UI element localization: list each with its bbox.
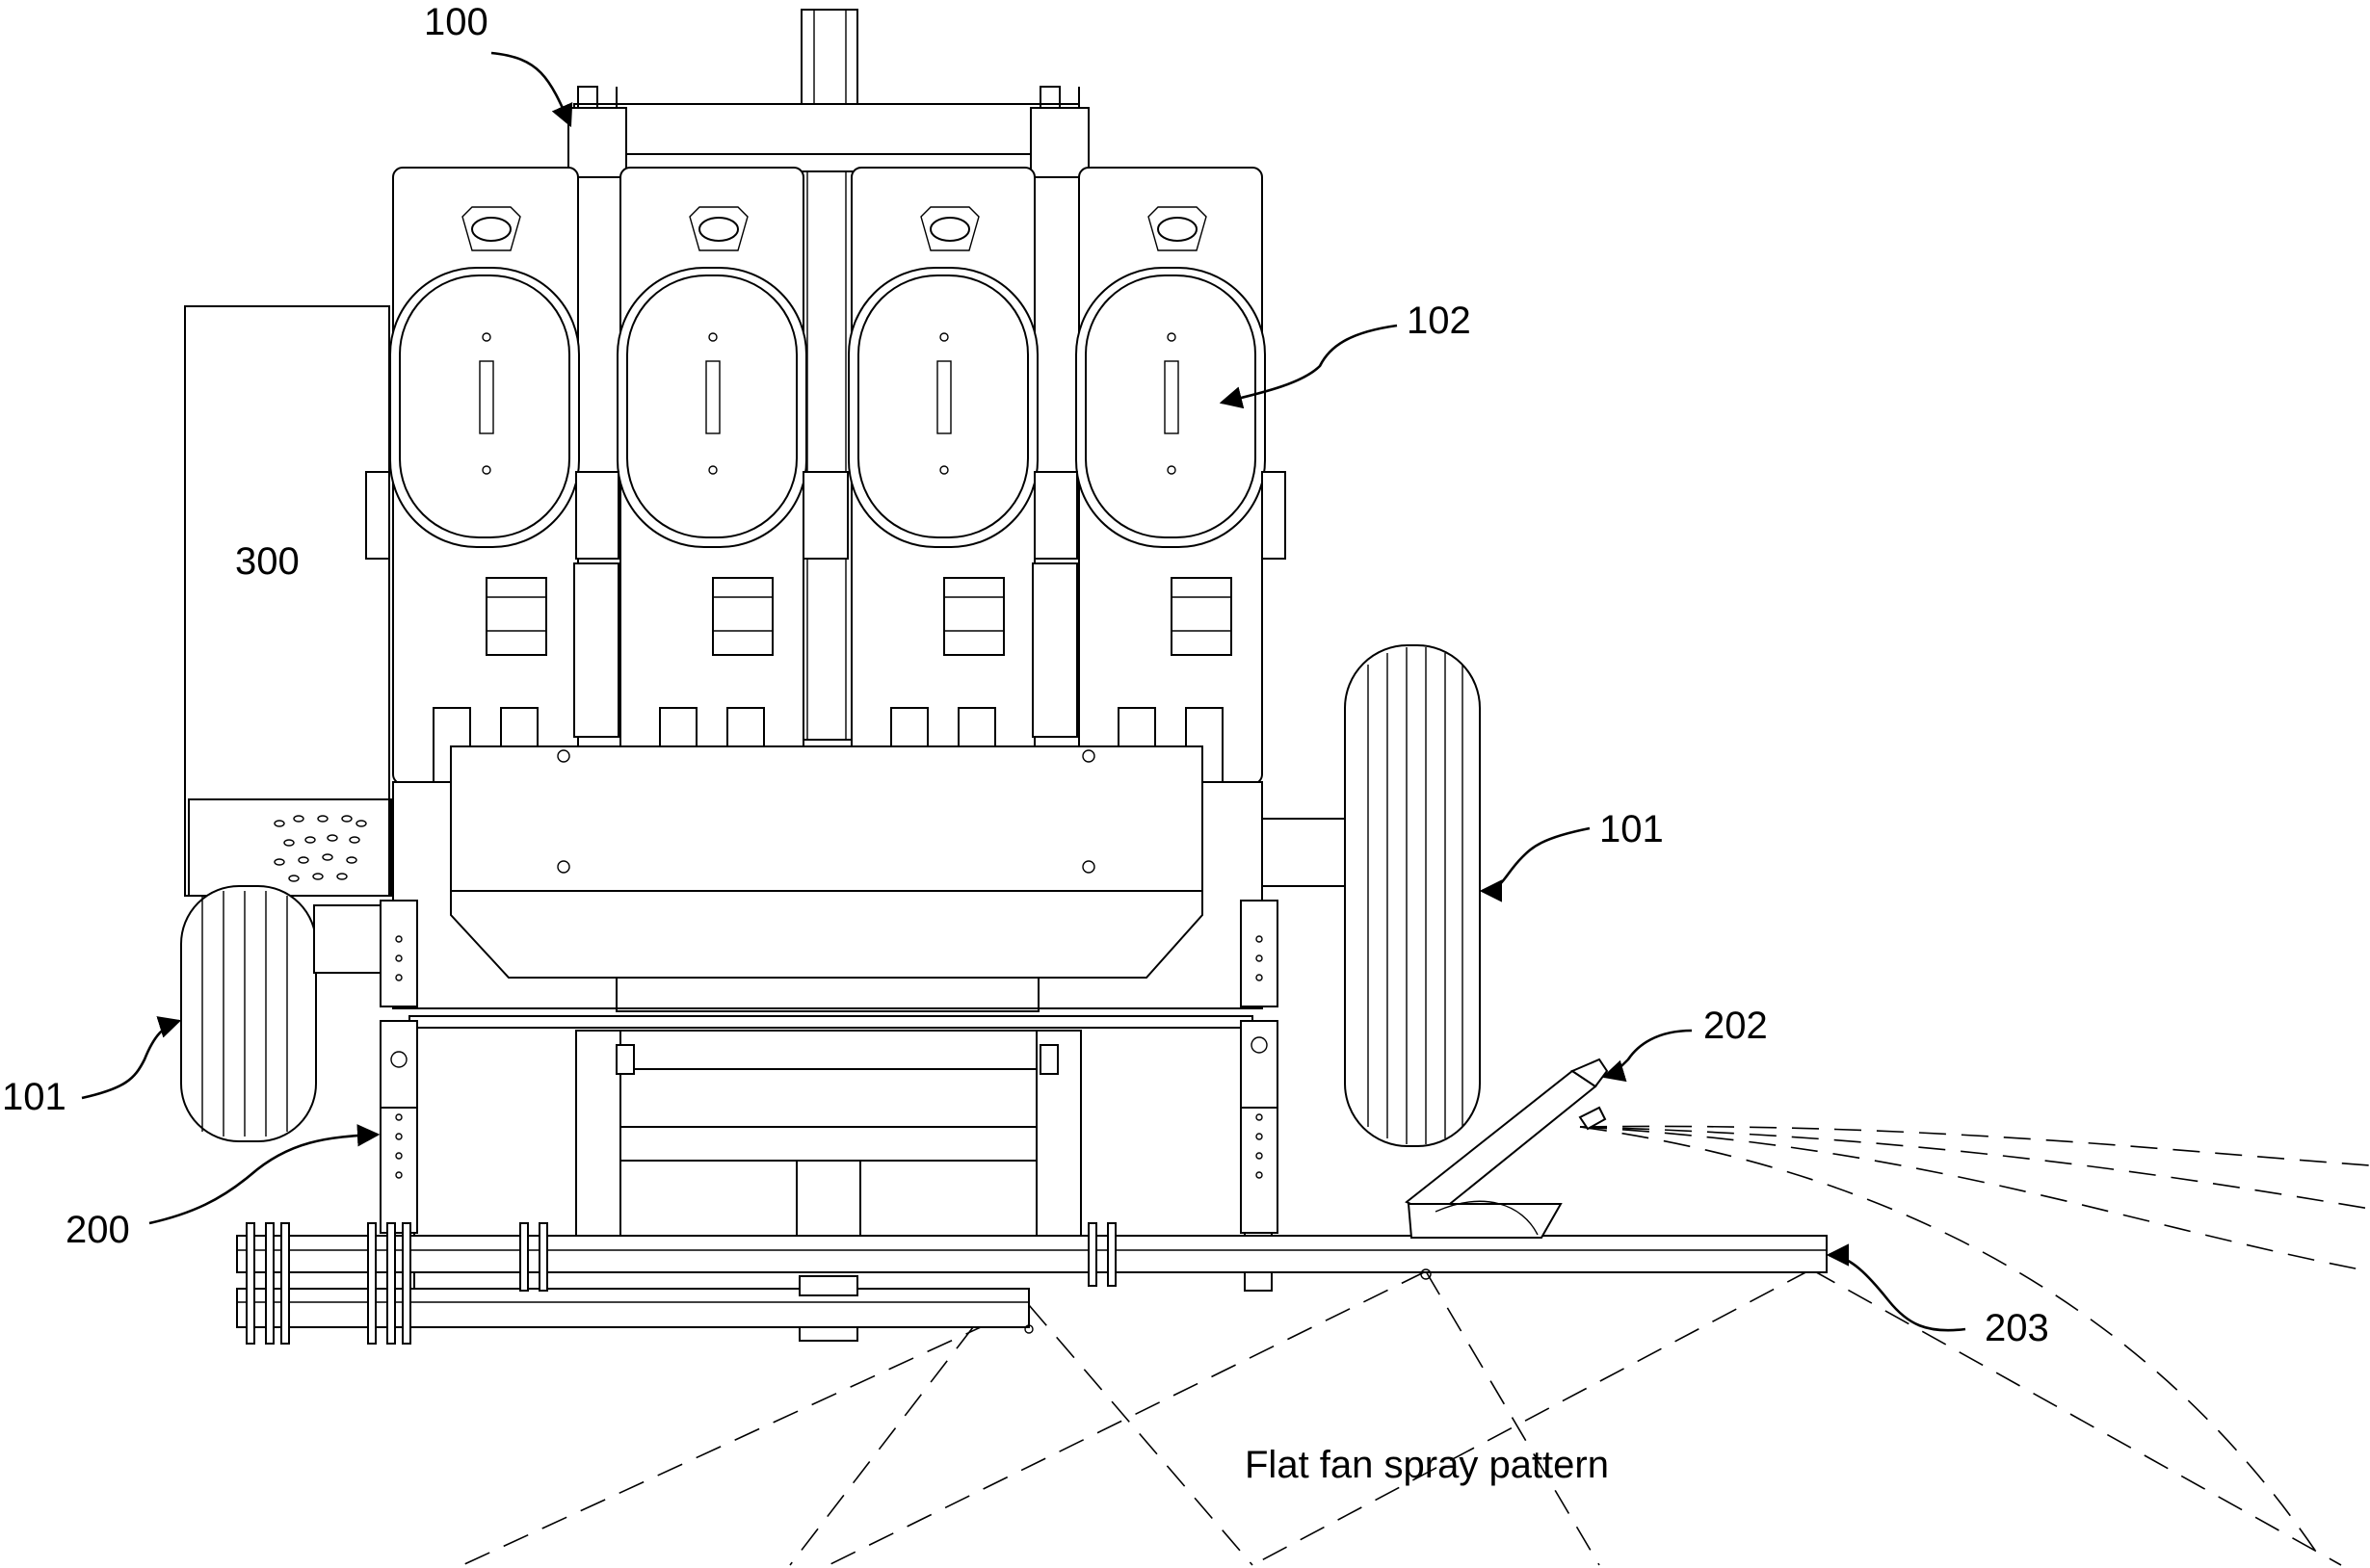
label-300: 300	[235, 540, 300, 583]
label-203: 203	[1985, 1307, 2049, 1349]
hopper-unit	[389, 167, 580, 786]
boom-203	[236, 1222, 1828, 1345]
right-wheel	[1251, 644, 1481, 1147]
leader-lines	[81, 51, 1966, 1332]
side-nozzle-202	[1405, 1058, 1609, 1239]
central-body	[392, 745, 1263, 1029]
spray-pattern-lines	[461, 1125, 2370, 1566]
label-202: 202	[1703, 1005, 1768, 1047]
label-101-left: 101	[2, 1076, 66, 1118]
hopper-unit	[848, 167, 1039, 786]
lower-frame	[575, 1030, 1082, 1253]
label-100: 100	[424, 1, 488, 43]
bracket-right	[1240, 900, 1278, 1292]
left-wheel	[180, 885, 392, 1142]
control-box	[184, 305, 392, 897]
spray-pattern-caption: Flat fan spray pattern	[1245, 1444, 1609, 1486]
label-200: 200	[66, 1209, 130, 1251]
bracket-200	[380, 900, 418, 1292]
label-101-right: 101	[1599, 808, 1664, 850]
hopper-units	[365, 167, 1286, 786]
hopper-unit	[1075, 167, 1266, 786]
label-102: 102	[1407, 300, 1471, 342]
hopper-unit	[617, 167, 807, 786]
